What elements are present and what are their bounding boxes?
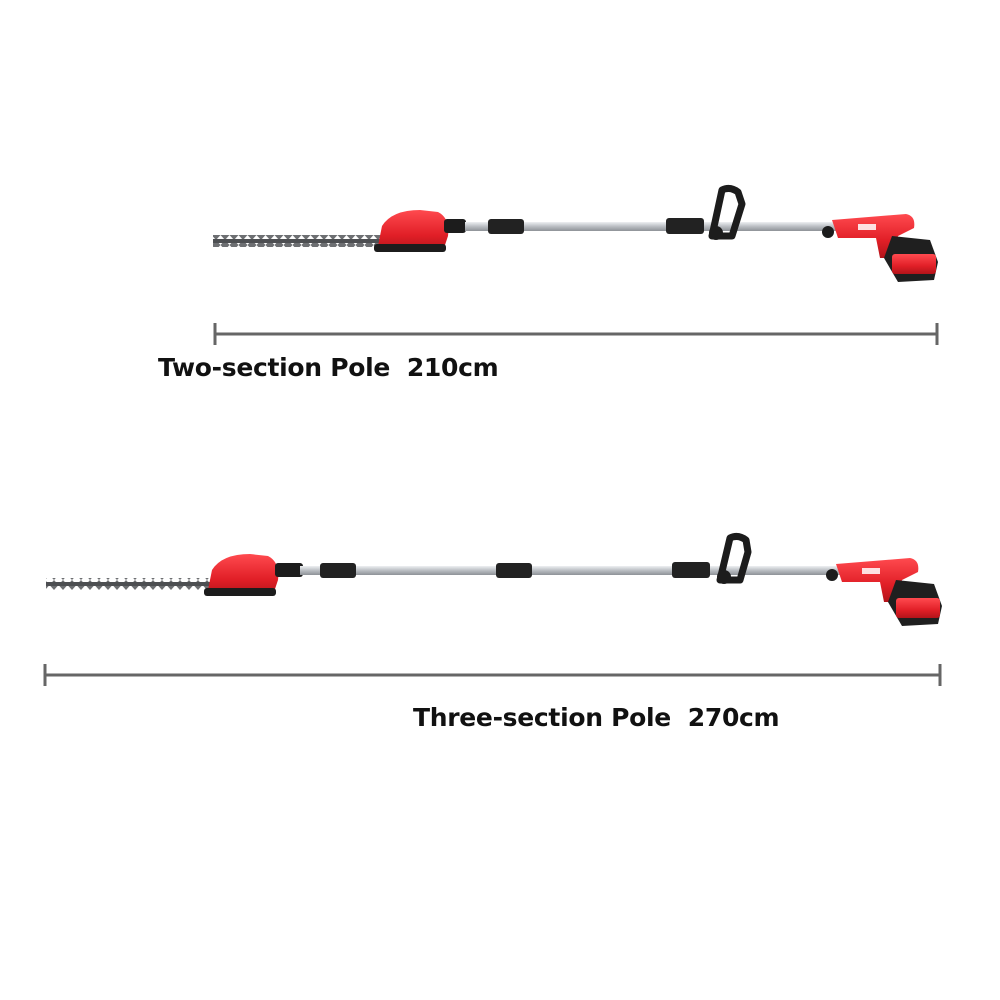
motor-head	[208, 554, 279, 596]
motor-head	[378, 210, 449, 252]
pole-hedge-trimmer-long-icon	[46, 532, 942, 626]
pole	[465, 222, 845, 231]
caption-two-section: Two-section Pole 210cm	[158, 353, 499, 382]
aux-handle	[716, 532, 752, 584]
pole	[300, 566, 845, 575]
pole-hedge-trimmer-short-icon	[213, 184, 938, 282]
dimension-line-two-section	[213, 323, 939, 345]
aux-handle	[708, 184, 746, 240]
caption-three-section: Three-section Pole 270cm	[413, 703, 780, 732]
dimension-line-three-section	[43, 664, 942, 686]
